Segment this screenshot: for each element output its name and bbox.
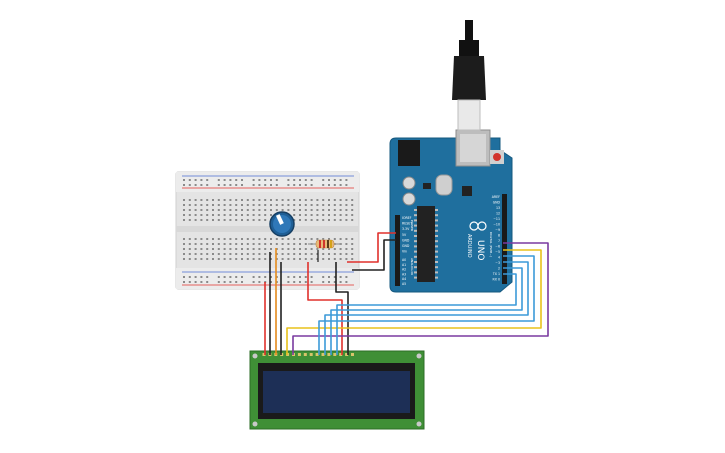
lcd-screen	[263, 371, 410, 413]
wire-lcd-led-cathode	[335, 262, 349, 355]
digital-header	[502, 194, 507, 284]
lcd-pin	[327, 353, 331, 356]
wire-enable	[286, 249, 542, 355]
pin-label: 13	[496, 206, 500, 210]
capacitor-2	[402, 192, 416, 206]
arduino-uno-board: ARDUINO UNO POWER ANALOG IN DIGITAL (PWM…	[389, 129, 513, 293]
pin-label: GND	[402, 244, 410, 248]
wire-rs	[292, 242, 549, 355]
breadboard-center-channel	[176, 226, 359, 232]
pin-label: 4	[498, 256, 500, 260]
pin-label: AREF	[492, 195, 500, 199]
wire-d6	[330, 267, 523, 355]
pin-label: RESET	[402, 222, 412, 226]
pin-label: GND	[402, 238, 410, 242]
pin-label: GND	[493, 201, 501, 205]
crystal	[435, 174, 453, 196]
usb-plug-collar	[459, 40, 479, 56]
pin-label: 5V	[402, 233, 407, 237]
arduino-logo-icon	[469, 221, 487, 231]
pin-label: A3	[402, 272, 406, 276]
capacitor-1	[402, 176, 416, 190]
lcd-pin	[262, 353, 266, 356]
pin-label: 2	[498, 267, 500, 271]
pin-label: A0	[402, 258, 406, 262]
power-section-label: POWER	[410, 220, 414, 231]
lcd-pin	[351, 353, 354, 356]
pin-label: ~6	[495, 245, 500, 249]
wire-5v-to-breadboard	[347, 232, 396, 263]
pin-label: 8	[498, 234, 500, 238]
pin-label: ~3	[495, 261, 500, 265]
pin-label: Vin	[402, 250, 407, 254]
wires	[264, 232, 549, 355]
pin-label: A5	[402, 282, 406, 286]
usb-plug-metal	[457, 99, 481, 131]
pin-label: RX 0	[493, 278, 500, 282]
pin-label: IOREF	[402, 216, 412, 220]
lcd-pin	[345, 353, 349, 356]
analog-header	[395, 256, 400, 286]
digital-section-label: DIGITAL (PWM~)	[489, 232, 493, 257]
wire-gnd-to-breadboard	[352, 239, 396, 271]
pin-label: ~10	[493, 223, 500, 227]
potentiometer-knob-indicator	[275, 214, 284, 225]
breadboard-bottom-rail	[176, 268, 359, 289]
breadboard-top-rail	[176, 172, 359, 192]
pin-label: 3.3V	[402, 227, 410, 231]
pin-label: ~11	[493, 217, 500, 221]
lcd-pin	[315, 353, 319, 356]
pin-label: TX 1	[492, 272, 500, 276]
pin-label: ~5	[495, 250, 500, 254]
pin-label: A4	[402, 277, 406, 281]
uno-model-text: UNO	[475, 240, 485, 260]
lcd-16x2-module	[249, 350, 425, 430]
arduino-brand-text: ARDUINO	[466, 234, 472, 258]
dc-power-jack	[398, 140, 420, 166]
pin-label: 7	[498, 239, 500, 243]
atmega-chip	[417, 206, 435, 282]
potentiometer	[269, 211, 295, 237]
resistor-220ohm	[308, 239, 342, 249]
pin-label: 12	[496, 212, 500, 216]
analog-section-label: ANALOG IN	[410, 258, 414, 275]
lcd-pin	[339, 353, 343, 356]
pin-label: A2	[402, 268, 406, 272]
wire-d5	[324, 261, 529, 355]
lcd-pin	[333, 353, 337, 356]
pin-label: A1	[402, 263, 406, 267]
breadboard	[175, 171, 360, 290]
usb-cable	[452, 20, 486, 131]
lcd-pin	[309, 353, 313, 356]
lcd-pin	[297, 353, 301, 356]
lcd-pin	[321, 353, 325, 356]
power-header	[395, 215, 400, 257]
lcd-pin	[303, 353, 307, 356]
pin-label: ~9	[495, 228, 500, 232]
wire-d4	[318, 255, 535, 355]
wire-d7	[336, 273, 517, 355]
usb-plug-body	[452, 56, 486, 100]
